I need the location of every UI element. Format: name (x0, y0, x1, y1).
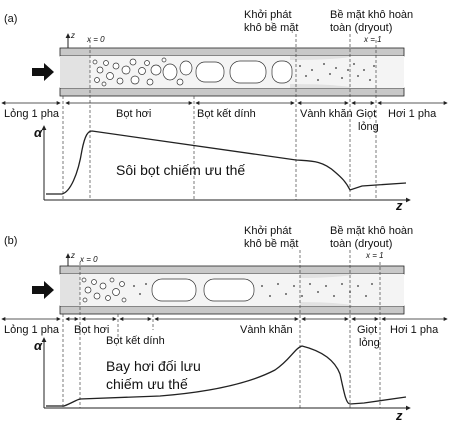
regime-droplet: Giọt (357, 324, 377, 336)
panel-a-tube-top-wall (59, 47, 405, 57)
panel-b-z-label: z (395, 408, 403, 423)
panel-b-onset-line2: khô bề mặt (244, 238, 298, 250)
regime-single-vapor: Hơi 1 pha (390, 324, 439, 336)
panel-a-x1: x = 1 (363, 35, 382, 44)
panel-a-alpha-label: α (34, 125, 43, 140)
panel-b-x0: x = 0 (79, 255, 98, 264)
panel-a-z-axis: z (70, 31, 75, 40)
regime-annular: Vành khăn (240, 324, 293, 336)
panel-a: (a) Khởi phát khô bề mặt Bề mặt khô hoàn… (1, 9, 448, 213)
panel-b-onset-line1: Khởi phát (244, 225, 292, 237)
regime-bubbly: Bọt hơi (116, 108, 151, 120)
panel-a-tube-bottom-wall (59, 87, 405, 97)
panel-a-bubbles (92, 57, 293, 87)
panel-a-onset-line2: khô bề mặt (244, 22, 298, 34)
panel-a-label: (a) (4, 13, 17, 25)
panel-a-onset-line1: Khởi phát (244, 9, 292, 21)
panel-b-x1: x = 1 (365, 251, 384, 260)
panel-a-dryout-line2: toàn (dryout) (330, 22, 392, 34)
panel-a-alpha-curve (46, 130, 407, 195)
regime-slug: Bọt kết dính (197, 108, 256, 120)
regime-single-vapor: Hơi 1 pha (388, 108, 437, 120)
panel-a-x0: x = 0 (86, 35, 105, 44)
panel-b-annotation-line2: chiếm ưu thế (106, 376, 188, 392)
panel-a-regime-labels: Lỏng 1 pha Bọt hơi Bọt kết dính Vành khă… (4, 108, 437, 133)
regime-droplet: Giọt (356, 108, 376, 120)
panel-b-annotation-line1: Bay hơi đối lưu (106, 358, 201, 374)
panel-b-label: (b) (4, 235, 17, 247)
panel-b-z-axis: z (70, 251, 75, 260)
panel-b-dryout-line1: Bề mặt khô hoàn (330, 225, 413, 237)
regime-droplet-2: lỏng (358, 121, 379, 133)
regime-droplet-2: lỏng (359, 337, 380, 349)
panel-b-tube-top-wall (59, 265, 405, 275)
regime-annular: Vành khăn (300, 108, 353, 120)
panel-b: (b) Khởi phát khô bề mặt Bề mặt khô hoàn… (1, 225, 448, 423)
regime-bubbly: Bọt hơi (74, 324, 109, 336)
regime-slug: Bọt kết dính (106, 335, 165, 347)
regime-single-liquid: Lỏng 1 pha (4, 324, 60, 336)
panel-a-z-label: z (395, 198, 403, 213)
panel-a-dryout-line1: Bề mặt khô hoàn (330, 9, 413, 21)
panel-b-tube-bottom-wall (59, 305, 405, 315)
panel-b-regime-labels: Lỏng 1 pha Bọt hơi Bọt kết dính Vành khă… (4, 324, 439, 349)
regime-single-liquid: Lỏng 1 pha (4, 108, 60, 120)
panel-b-dryout-line2: toàn (dryout) (330, 238, 392, 250)
panel-b-alpha-curve (46, 345, 407, 407)
flow-arrow-icon (32, 63, 54, 81)
panel-b-alpha-label: α (34, 338, 43, 353)
panel-b-bubbles (81, 277, 255, 303)
panel-a-annotation: Sôi bọt chiếm ưu thế (116, 162, 245, 178)
flow-arrow-icon (32, 281, 54, 299)
